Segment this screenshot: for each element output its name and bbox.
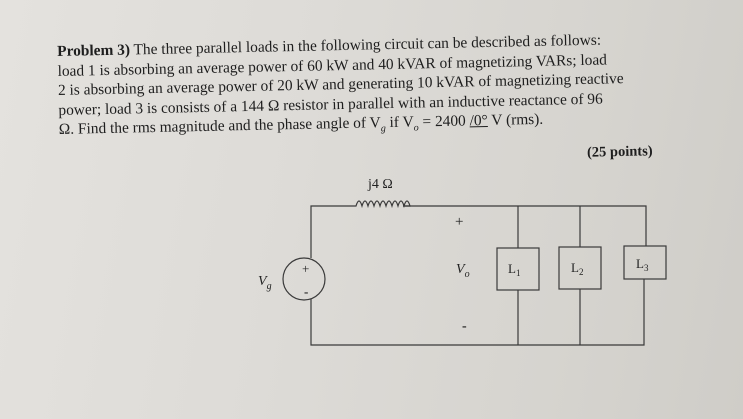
load-label-1: L1 <box>508 261 520 278</box>
vo-minus: - <box>462 319 467 334</box>
voltage-source <box>282 257 326 301</box>
vg-label: Vg <box>258 274 272 292</box>
wire-bottom <box>310 279 645 346</box>
vo-plus: + <box>455 214 463 230</box>
load-box-2 <box>558 246 602 290</box>
vo-label: Vo <box>456 262 470 280</box>
wire-top-right <box>403 205 647 246</box>
wire-top-left <box>310 205 352 258</box>
load-box-3 <box>623 245 667 280</box>
source-minus: - <box>304 284 308 299</box>
inductor-label: j4 Ω <box>367 177 393 192</box>
load-box-1 <box>496 247 540 291</box>
inductor-coil <box>352 200 411 209</box>
source-plus: + <box>302 261 309 276</box>
load-label-2: L2 <box>571 260 583 277</box>
load-label-3: L3 <box>636 256 649 273</box>
